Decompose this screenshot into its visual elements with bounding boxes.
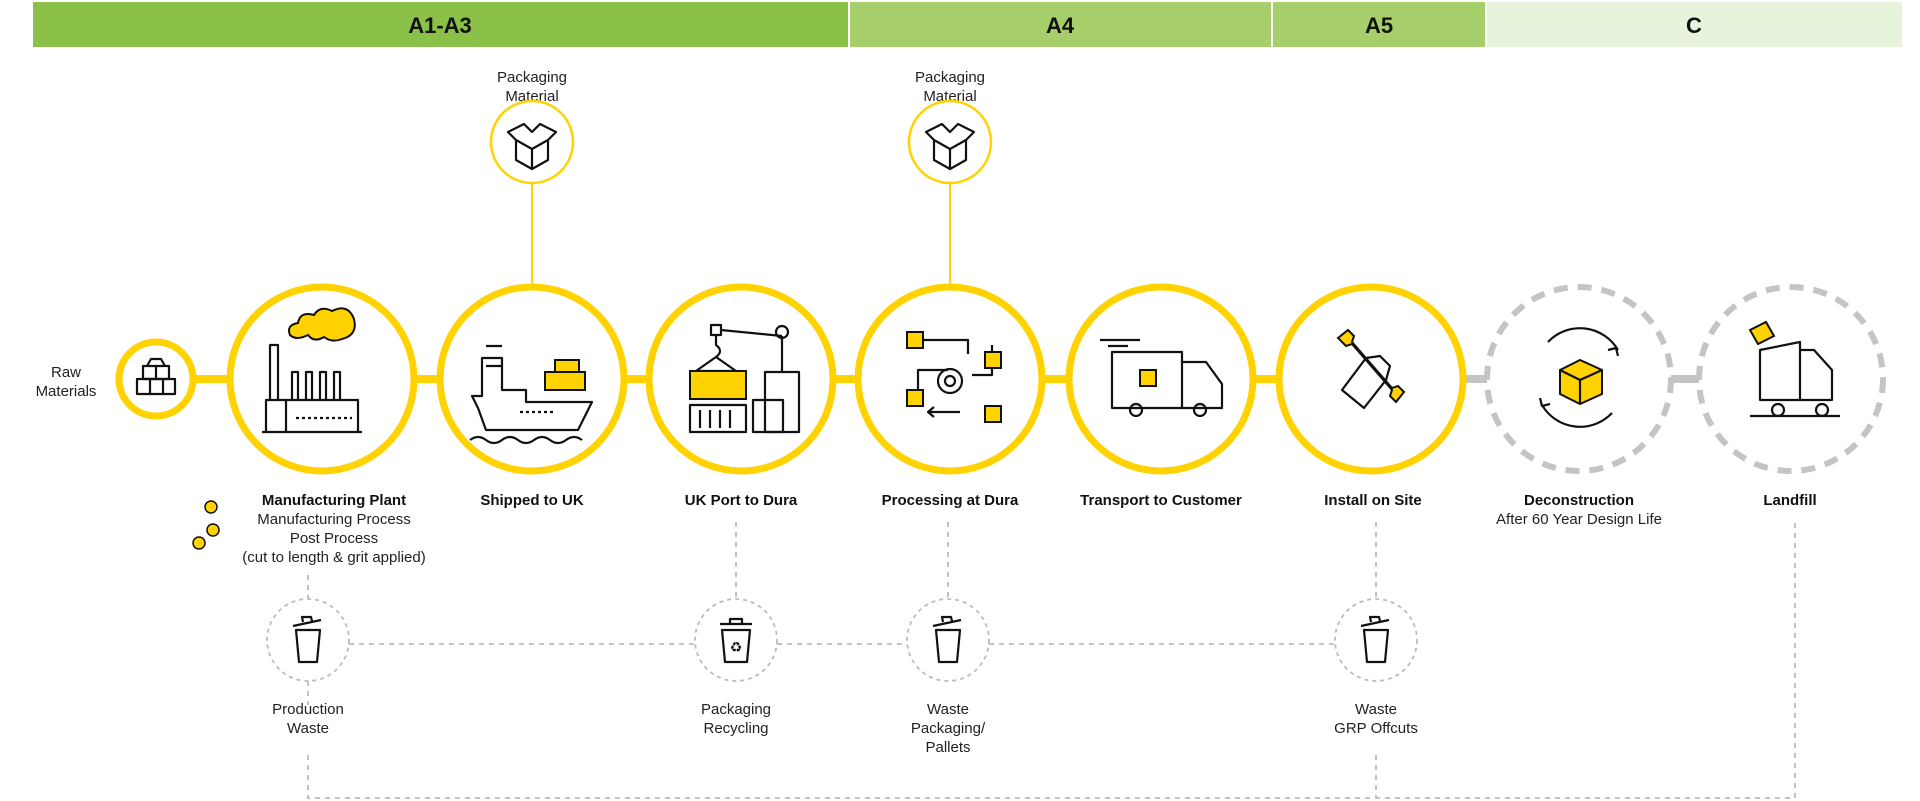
- gears-icon: [192, 500, 220, 550]
- packaging-label: Packaging: [915, 69, 985, 86]
- waste-label: Packaging/: [911, 720, 986, 737]
- open-box-icon: [924, 122, 976, 171]
- stage-title: Manufacturing Plant: [262, 492, 406, 509]
- phase-a5-bar: [1273, 2, 1485, 47]
- raw-materials-label: Raw: [51, 364, 81, 381]
- trash-bin-icon: [1360, 615, 1390, 664]
- truck-icon: [1100, 338, 1224, 418]
- stage-subtitle: Manufacturing Process: [257, 511, 410, 528]
- waste-label: Production: [272, 701, 344, 718]
- phase-a1-a3-bar: [33, 2, 848, 47]
- stage-title: Deconstruction: [1524, 492, 1634, 509]
- stage-subtitle: (cut to length & grit applied): [242, 549, 425, 566]
- stage-node-landfill: [1696, 284, 1886, 474]
- stage-labels: Manufacturing Plant Manufacturing Proces…: [192, 492, 1817, 566]
- phase-c-label: C: [1686, 13, 1702, 38]
- recycle-bin-icon: [720, 617, 752, 664]
- trash-bin-icon: [932, 615, 962, 664]
- packaging-label: Material: [923, 88, 976, 105]
- phase-header: A1-A3 A4 A5 C: [33, 2, 1902, 47]
- waste-label: Pallets: [925, 739, 970, 756]
- waste-label: Waste: [1355, 701, 1397, 718]
- stage-node-transport: [1065, 283, 1257, 475]
- recycle-box-icon: [1538, 327, 1620, 428]
- stage-node-shipped: [436, 283, 628, 475]
- stage-title: UK Port to Dura: [685, 492, 798, 509]
- waste-label: Waste: [927, 701, 969, 718]
- phase-a5-label: A5: [1365, 13, 1393, 38]
- ship-icon: [469, 344, 594, 445]
- stage-node-install: [1275, 283, 1467, 475]
- recycle-symbol-icon: ♻: [730, 639, 743, 655]
- waste-label: Recycling: [703, 720, 768, 737]
- phase-c-bar: [1487, 2, 1902, 47]
- raw-materials-icon: [135, 357, 177, 396]
- stage-node-manufacturing: [226, 283, 418, 475]
- stage-title: Landfill: [1763, 492, 1816, 509]
- waste-node-offcuts: Waste GRP Offcuts: [1334, 598, 1418, 737]
- stage-title: Transport to Customer: [1080, 492, 1242, 509]
- waste-node-recycling: ♻ Packaging Recycling: [694, 598, 778, 737]
- trash-bin-icon: [292, 615, 322, 664]
- waste-connector: [307, 522, 1377, 645]
- factory-icon: [262, 307, 362, 434]
- raw-materials-label-2: Materials: [36, 383, 97, 400]
- phase-a4-bar: [850, 2, 1271, 47]
- waste-node-packaging: Waste Packaging/ Pallets: [906, 598, 990, 756]
- waste-label: Packaging: [701, 701, 771, 718]
- phase-a1-a3-label: A1-A3: [408, 13, 472, 38]
- open-box-icon: [506, 122, 558, 171]
- packaging-node-2: Packaging Material: [907, 69, 993, 185]
- packaging-node-1: Packaging Material: [489, 69, 575, 185]
- stage-subtitle: Post Process: [290, 530, 378, 547]
- packaging-label: Material: [505, 88, 558, 105]
- dump-truck-icon: [1748, 320, 1840, 418]
- waste-label: GRP Offcuts: [1334, 720, 1418, 737]
- stage-title: Processing at Dura: [882, 492, 1019, 509]
- stage-node-processing: [854, 283, 1046, 475]
- phase-a4-label: A4: [1046, 13, 1075, 38]
- stage-subtitle: After 60 Year Design Life: [1496, 511, 1662, 528]
- waste-node-production: Production Waste: [266, 598, 350, 737]
- packaging-label: Packaging: [497, 69, 567, 86]
- stage-title: Shipped to UK: [480, 492, 583, 509]
- landfill-return-connector: [307, 522, 1796, 799]
- waste-label: Waste: [287, 720, 329, 737]
- crane-container-icon: [688, 323, 801, 434]
- process-flow-icon: [906, 331, 1002, 423]
- wrench-hand-icon: [1336, 328, 1406, 410]
- stage-title: Install on Site: [1324, 492, 1422, 509]
